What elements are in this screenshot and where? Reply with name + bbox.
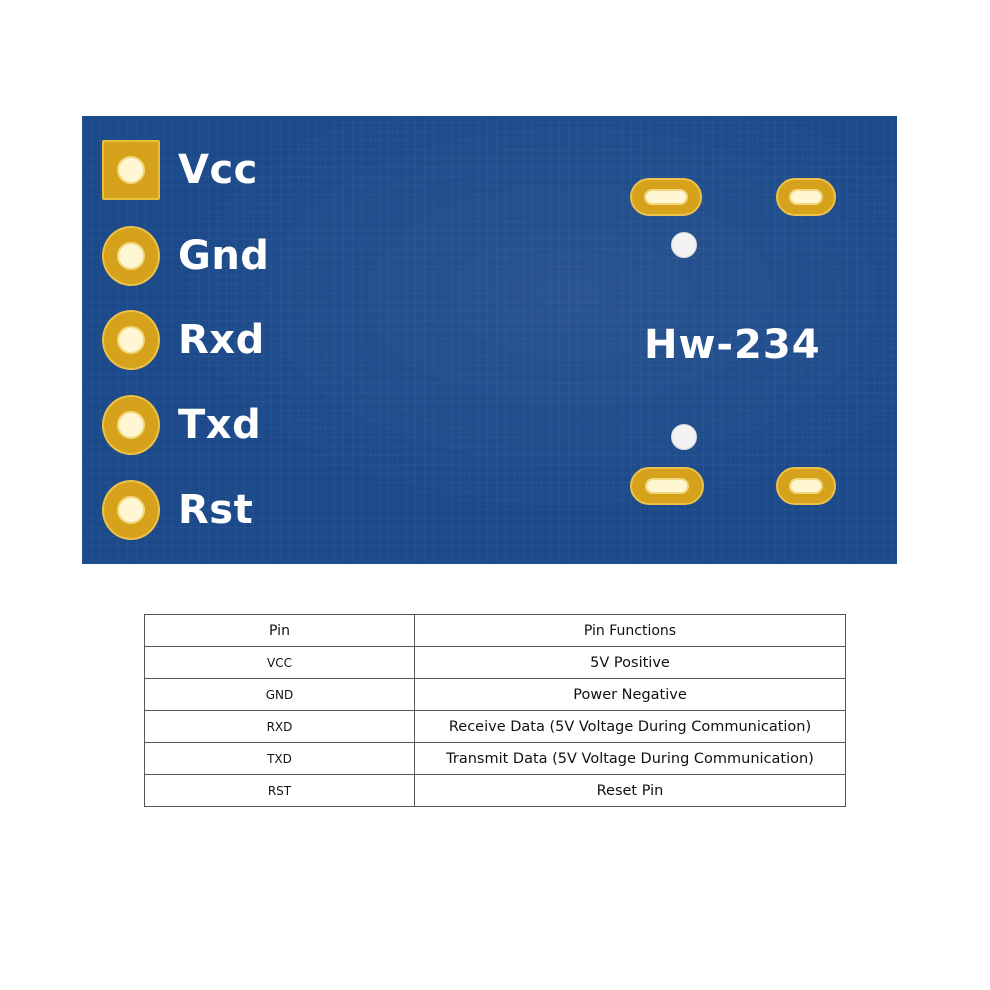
pin-label-gnd: Gnd — [178, 233, 270, 279]
via-hole-icon — [671, 424, 697, 450]
round-pad-icon — [102, 310, 160, 370]
pin-txd: Txd — [102, 395, 261, 455]
pin-cell: TXD — [144, 742, 415, 775]
pin-cell: RXD — [144, 710, 415, 743]
table-row: RXD Receive Data (5V Voltage During Comm… — [144, 710, 846, 743]
table-row: RST Reset Pin — [144, 774, 846, 807]
pin-label-rxd: Rxd — [178, 317, 265, 363]
slot-pad-icon — [630, 178, 702, 216]
slot-pad-icon — [630, 467, 704, 505]
pin-vcc: Vcc — [102, 140, 258, 200]
function-cell: 5V Positive — [414, 646, 846, 679]
pin-function-table: Pin Pin Functions VCC 5V Positive GND Po… — [144, 614, 846, 807]
pcb-board: Vcc Gnd Rxd Txd Rst — [82, 116, 897, 564]
pin-cell: RST — [144, 774, 415, 807]
slot-pad-icon — [776, 467, 836, 505]
slot-pad-icon — [776, 178, 836, 216]
function-cell: Receive Data (5V Voltage During Communic… — [414, 710, 846, 743]
round-pad-icon — [102, 395, 160, 455]
pin-cell: VCC — [144, 646, 415, 679]
table-row: GND Power Negative — [144, 678, 846, 711]
square-pad-icon — [102, 140, 160, 200]
function-cell: Power Negative — [414, 678, 846, 711]
via-hole-icon — [671, 232, 697, 258]
pin-label-vcc: Vcc — [178, 147, 258, 193]
round-pad-icon — [102, 226, 160, 286]
table-row: VCC 5V Positive — [144, 646, 846, 679]
pin-label-txd: Txd — [178, 402, 262, 448]
function-cell: Reset Pin — [414, 774, 846, 807]
header-pin-functions: Pin Functions — [414, 614, 846, 647]
pin-rst: Rst — [102, 480, 253, 540]
function-cell: Transmit Data (5V Voltage During Communi… — [414, 742, 846, 775]
table-row: TXD Transmit Data (5V Voltage During Com… — [144, 742, 846, 775]
table-header-row: Pin Pin Functions — [144, 614, 846, 647]
pin-rxd: Rxd — [102, 310, 265, 370]
header-pin: Pin — [144, 614, 415, 647]
pin-cell: GND — [144, 678, 415, 711]
pin-label-rst: Rst — [178, 487, 254, 533]
pin-gnd: Gnd — [102, 226, 269, 286]
model-label: Hw-234 — [644, 322, 821, 368]
round-pad-icon — [102, 480, 160, 540]
